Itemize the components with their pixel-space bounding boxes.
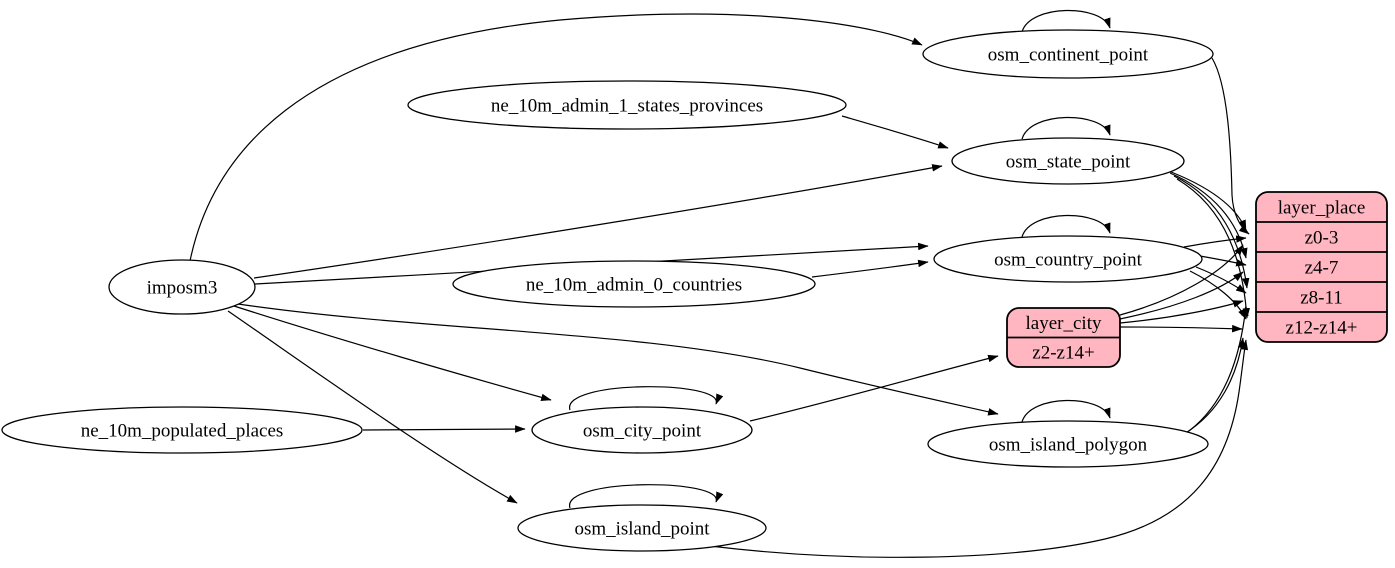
osm_city_point-label: osm_city_point	[583, 420, 702, 441]
osm_continent_point-label: osm_continent_point	[988, 44, 1149, 65]
layer_place-row-label-3: z8-11	[1300, 287, 1343, 308]
edge-layer_city-to-layer_place-z4-7	[1119, 271, 1244, 320]
osm_island_polygon-shape	[927, 420, 1209, 468]
layer_city-row-label-0: layer_city	[1026, 313, 1102, 334]
node-osm_state_point: osm_state_point	[951, 137, 1185, 185]
edge-ne_10m_admin_0_countries-to-osm_country_point	[811, 259, 929, 278]
osm_country_point-shape	[933, 235, 1203, 283]
edge-osm_city_point-to-osm_city_point	[569, 386, 724, 411]
ne_10m_admin_1_states_provinces-shape	[407, 80, 847, 130]
edge-imposm3-to-osm_city_point	[233, 305, 552, 401]
edge-ne_10m_populated_places-to-osm_city_point	[362, 425, 526, 433]
ne_10m_admin_0_countries-label: ne_10m_admin_0_countries	[526, 274, 742, 295]
edge-osm_country_point-to-osm_country_point	[1021, 214, 1111, 238]
edge-osm_country_point-to-layer_place-z0-3	[1183, 235, 1247, 248]
edges-layer	[189, 9, 1251, 558]
node-osm_city_point: osm_city_point	[531, 406, 753, 454]
osm_island_point-label: osm_island_point	[574, 518, 710, 539]
layer_place-row-label-4: z12-z14+	[1286, 317, 1358, 338]
edge-osm_country_point-to-layer_place-z8-11	[1195, 266, 1247, 294]
osm_state_point-label: osm_state_point	[1006, 151, 1131, 172]
nodes-layer: imposm3 ne_10m_admin_1_states_provincesne…	[1, 29, 1388, 552]
edge-imposm3-to-osm_continent_point	[189, 13, 923, 262]
osm_continent_point-shape	[922, 29, 1214, 79]
edge-osm_state_point-to-layer_place-z8-11	[1173, 175, 1250, 289]
ne_10m_populated_places-shape	[1, 406, 363, 454]
edge-layer_city-to-layer_place-z8-11	[1119, 300, 1244, 324]
edge-layer_city-to-layer_place-z12-z14+	[1119, 324, 1243, 333]
layer_place-row-label-0: layer_place	[1278, 197, 1366, 218]
layer_place-shape	[1255, 191, 1388, 343]
edge-imposm3-to-osm_island_polygon	[237, 303, 999, 416]
node-osm_continent_point: osm_continent_point	[922, 29, 1214, 79]
osm_island_point-shape	[517, 504, 767, 552]
edge-osm_island_polygon-to-osm_island_polygon	[1021, 399, 1111, 423]
layer_place-row-label-1: z0-3	[1305, 227, 1339, 248]
node-osm_country_point: osm_country_point	[933, 235, 1203, 283]
edge-osm_island_polygon-to-layer_place-z12-z14+	[1183, 337, 1246, 435]
edge-imposm3-to-osm_island_point	[227, 310, 518, 504]
layer_city-row-label-1: z2-z14+	[1032, 343, 1094, 364]
edge-osm_state_point-to-layer_place-z12-z14+	[1176, 178, 1251, 319]
edge-osm_island_polygon-to-layer_place-z8-11	[1188, 305, 1249, 432]
node-ne_10m_admin_0_countries: ne_10m_admin_0_countries	[452, 260, 816, 308]
osm_country_point-label: osm_country_point	[994, 249, 1142, 270]
imposm3-label: imposm3	[147, 277, 218, 298]
node-layer_city: layer_city z2-z14+	[1006, 307, 1121, 368]
node-layer_place: layer_place z0-3 z4-7 z8-11 z12-z14+	[1255, 191, 1388, 343]
ne_10m_admin_0_countries-shape	[452, 260, 816, 308]
edge-ne_10m_admin_1_states_provinces-to-osm_state_point	[841, 115, 949, 149]
osm_city_point-shape	[531, 406, 753, 454]
edge-osm_island_point-to-osm_island_point	[569, 484, 724, 509]
node-imposm3: imposm3	[108, 259, 256, 315]
edge-osm_island_point-to-layer_place-z12-z14+	[709, 339, 1249, 558]
layer_place-row-label-2: z4-7	[1305, 257, 1339, 278]
edge-osm_country_point-to-layer_place-z4-7	[1199, 255, 1247, 267]
node-ne_10m_admin_1_states_provinces: ne_10m_admin_1_states_provinces	[407, 80, 847, 130]
ne_10m_admin_1_states_provinces-label: ne_10m_admin_1_states_provinces	[491, 95, 763, 116]
edge-osm_state_point-to-osm_state_point	[1021, 116, 1111, 140]
edge-osm_city_point-to-layer_city-z2-z14+	[749, 354, 999, 422]
osm_island_polygon-label: osm_island_polygon	[989, 434, 1148, 455]
node-ne_10m_populated_places: ne_10m_populated_places	[1, 406, 363, 454]
edge-layer_city-to-layer_place-z0-3	[1119, 244, 1244, 316]
edge-imposm3-to-osm_state_point	[253, 164, 943, 279]
imposm3-shape	[108, 259, 256, 315]
node-osm_island_point: osm_island_point	[517, 504, 767, 552]
ne_10m_populated_places-label: ne_10m_populated_places	[81, 420, 284, 441]
edge-osm_state_point-to-layer_place-z4-7	[1169, 172, 1248, 259]
node-osm_island_polygon: osm_island_polygon	[927, 420, 1209, 468]
edge-osm_continent_point-to-osm_continent_point	[1021, 9, 1111, 33]
edge-osm_state_point-to-layer_place-z0-3	[1165, 169, 1247, 231]
osm_state_point-shape	[951, 137, 1185, 185]
